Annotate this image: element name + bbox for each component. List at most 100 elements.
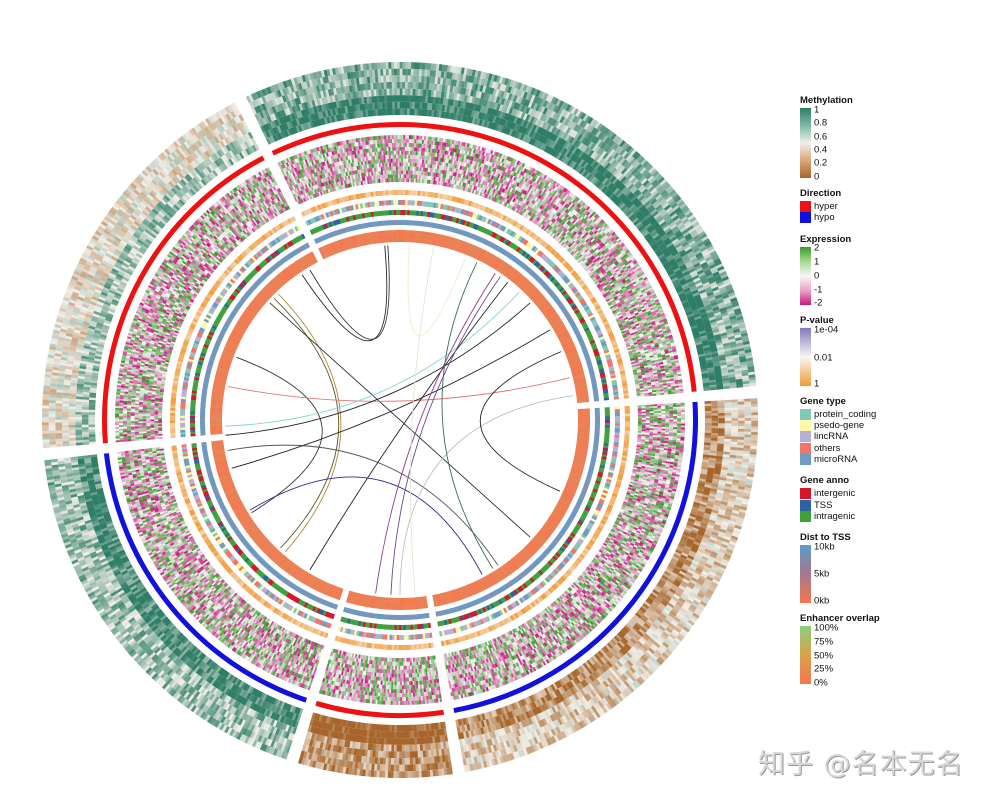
swatch-microrna: [800, 453, 811, 465]
legend-item: TSS: [800, 499, 990, 511]
legend: Methylation 1 0.8 0.6 0.4 0.2 0 Directio…: [800, 95, 990, 694]
tick-label: -2: [814, 297, 823, 309]
circos-plot: [41, 62, 759, 778]
link-curve: [269, 302, 531, 538]
legend-expression: Expression 2 1 0 -1 -2: [800, 233, 990, 309]
link-curve: [278, 293, 342, 553]
legend-label: microRNA: [814, 453, 858, 465]
legend-item: others: [800, 442, 990, 454]
tick-label: 0kb: [814, 595, 830, 607]
tick-label: 25%: [814, 663, 834, 675]
legend-dist-tss: Dist to TSS 10kb 5kb 0kb: [800, 531, 990, 607]
sector-s3: [44, 439, 344, 760]
circos-tracks: [41, 62, 759, 778]
legend-label: TSS: [814, 499, 833, 511]
swatch-lincrna: [800, 431, 811, 443]
legend-label: protein_coding: [814, 408, 877, 420]
tick-label: 1: [814, 255, 820, 267]
tick-label: 0.6: [814, 130, 828, 142]
legend-title: Enhancer overlap: [800, 612, 880, 624]
legend-pvalue: P-value 1e-04 0.01 1: [800, 314, 990, 390]
legend-methylation: Methylation 1 0.8 0.6 0.4 0.2 0: [800, 95, 990, 181]
legend-item: hypo: [800, 212, 990, 224]
expression-colorbar: [800, 246, 811, 305]
tick-label: 1: [814, 104, 820, 116]
link-curve: [410, 248, 434, 595]
legend-gene-type: Gene type protein_coding psedo-gene linc…: [800, 396, 990, 465]
sector-s1: [432, 398, 759, 773]
link-curve: [399, 395, 574, 596]
link-curve: [227, 444, 499, 566]
legend-label: psedo-gene: [814, 420, 865, 432]
legend-title: Gene anno: [800, 475, 850, 487]
link-curve: [225, 302, 531, 436]
tick-label: -1: [814, 283, 823, 295]
link-curve: [441, 262, 494, 569]
tick-label: 1: [814, 378, 820, 390]
legend-title: Gene type: [800, 395, 846, 407]
swatch-protein-coding: [800, 408, 811, 420]
link-curve: [309, 245, 390, 340]
enhancer-colorbar: [800, 625, 811, 684]
swatch-intragenic: [800, 510, 811, 522]
swatch-intergenic: [800, 488, 811, 500]
legend-label: hypo: [814, 212, 835, 224]
legend-title: Direction: [800, 188, 842, 199]
legend-title: P-value: [800, 314, 834, 326]
swatch-psedo-gene: [800, 420, 811, 432]
tick-label: 0: [814, 269, 820, 281]
tick-label: 50%: [814, 649, 834, 661]
legend-label: intergenic: [814, 488, 856, 500]
tick-label: 0.8: [814, 117, 828, 129]
swatch-tss: [800, 499, 811, 511]
pvalue-colorbar: [800, 327, 811, 386]
tick-label: 0.01: [814, 352, 833, 363]
tick-label: 5kb: [814, 568, 830, 580]
tick-label: 0.2: [814, 157, 828, 169]
link-curve: [225, 291, 520, 427]
legend-gene-anno: Gene anno intergenic TSS intragenic: [800, 475, 990, 522]
dist-tss-colorbar: [800, 544, 811, 603]
swatch-hyper: [800, 201, 811, 213]
legend-label: lincRNA: [814, 431, 849, 443]
legend-enhancer: Enhancer overlap 100% 75% 50% 25% 0%: [800, 612, 990, 687]
tick-label: 2: [814, 242, 820, 254]
legend-title: Dist to TSS: [800, 531, 851, 543]
legend-item: microRNA: [800, 453, 990, 465]
tick-label: 0%: [814, 677, 828, 689]
link-curve: [231, 329, 551, 469]
legend-item: intergenic: [800, 488, 990, 500]
tick-label: 10kb: [814, 541, 835, 553]
methylation-colorbar: [800, 108, 811, 178]
legend-label: intragenic: [814, 510, 856, 522]
legend-item: psedo-gene: [800, 420, 990, 432]
tick-label: 1e-04: [814, 324, 839, 336]
link-curve: [390, 276, 501, 595]
sector-s4: [41, 102, 318, 449]
circos-links: [225, 245, 574, 596]
legend-item: lincRNA: [800, 431, 990, 443]
sector-s2: [298, 590, 453, 778]
tick-label: 100%: [814, 621, 839, 633]
legend-item: intragenic: [800, 510, 990, 522]
swatch-hypo: [800, 212, 811, 224]
link-curve: [375, 272, 496, 594]
link-curve: [249, 476, 483, 575]
legend-label: others: [814, 442, 841, 454]
tick-label: 75%: [814, 635, 834, 647]
legend-label: hyper: [814, 201, 838, 213]
link-curve: [480, 351, 562, 492]
link-curve: [236, 356, 323, 514]
watermark: 知乎 @名本无名: [758, 749, 964, 780]
legend-direction: Direction hyper hypo: [800, 188, 990, 224]
link-curve: [273, 298, 340, 549]
tick-label: 0: [814, 170, 820, 182]
swatch-others: [800, 442, 811, 454]
sector-s5: [245, 62, 757, 404]
tick-label: 0.4: [814, 144, 828, 156]
legend-item: protein_coding: [800, 408, 990, 420]
legend-item: hyper: [800, 201, 990, 213]
legend-title: Methylation: [800, 95, 853, 106]
link-curve: [228, 377, 570, 402]
legend-title: Expression: [800, 233, 852, 245]
